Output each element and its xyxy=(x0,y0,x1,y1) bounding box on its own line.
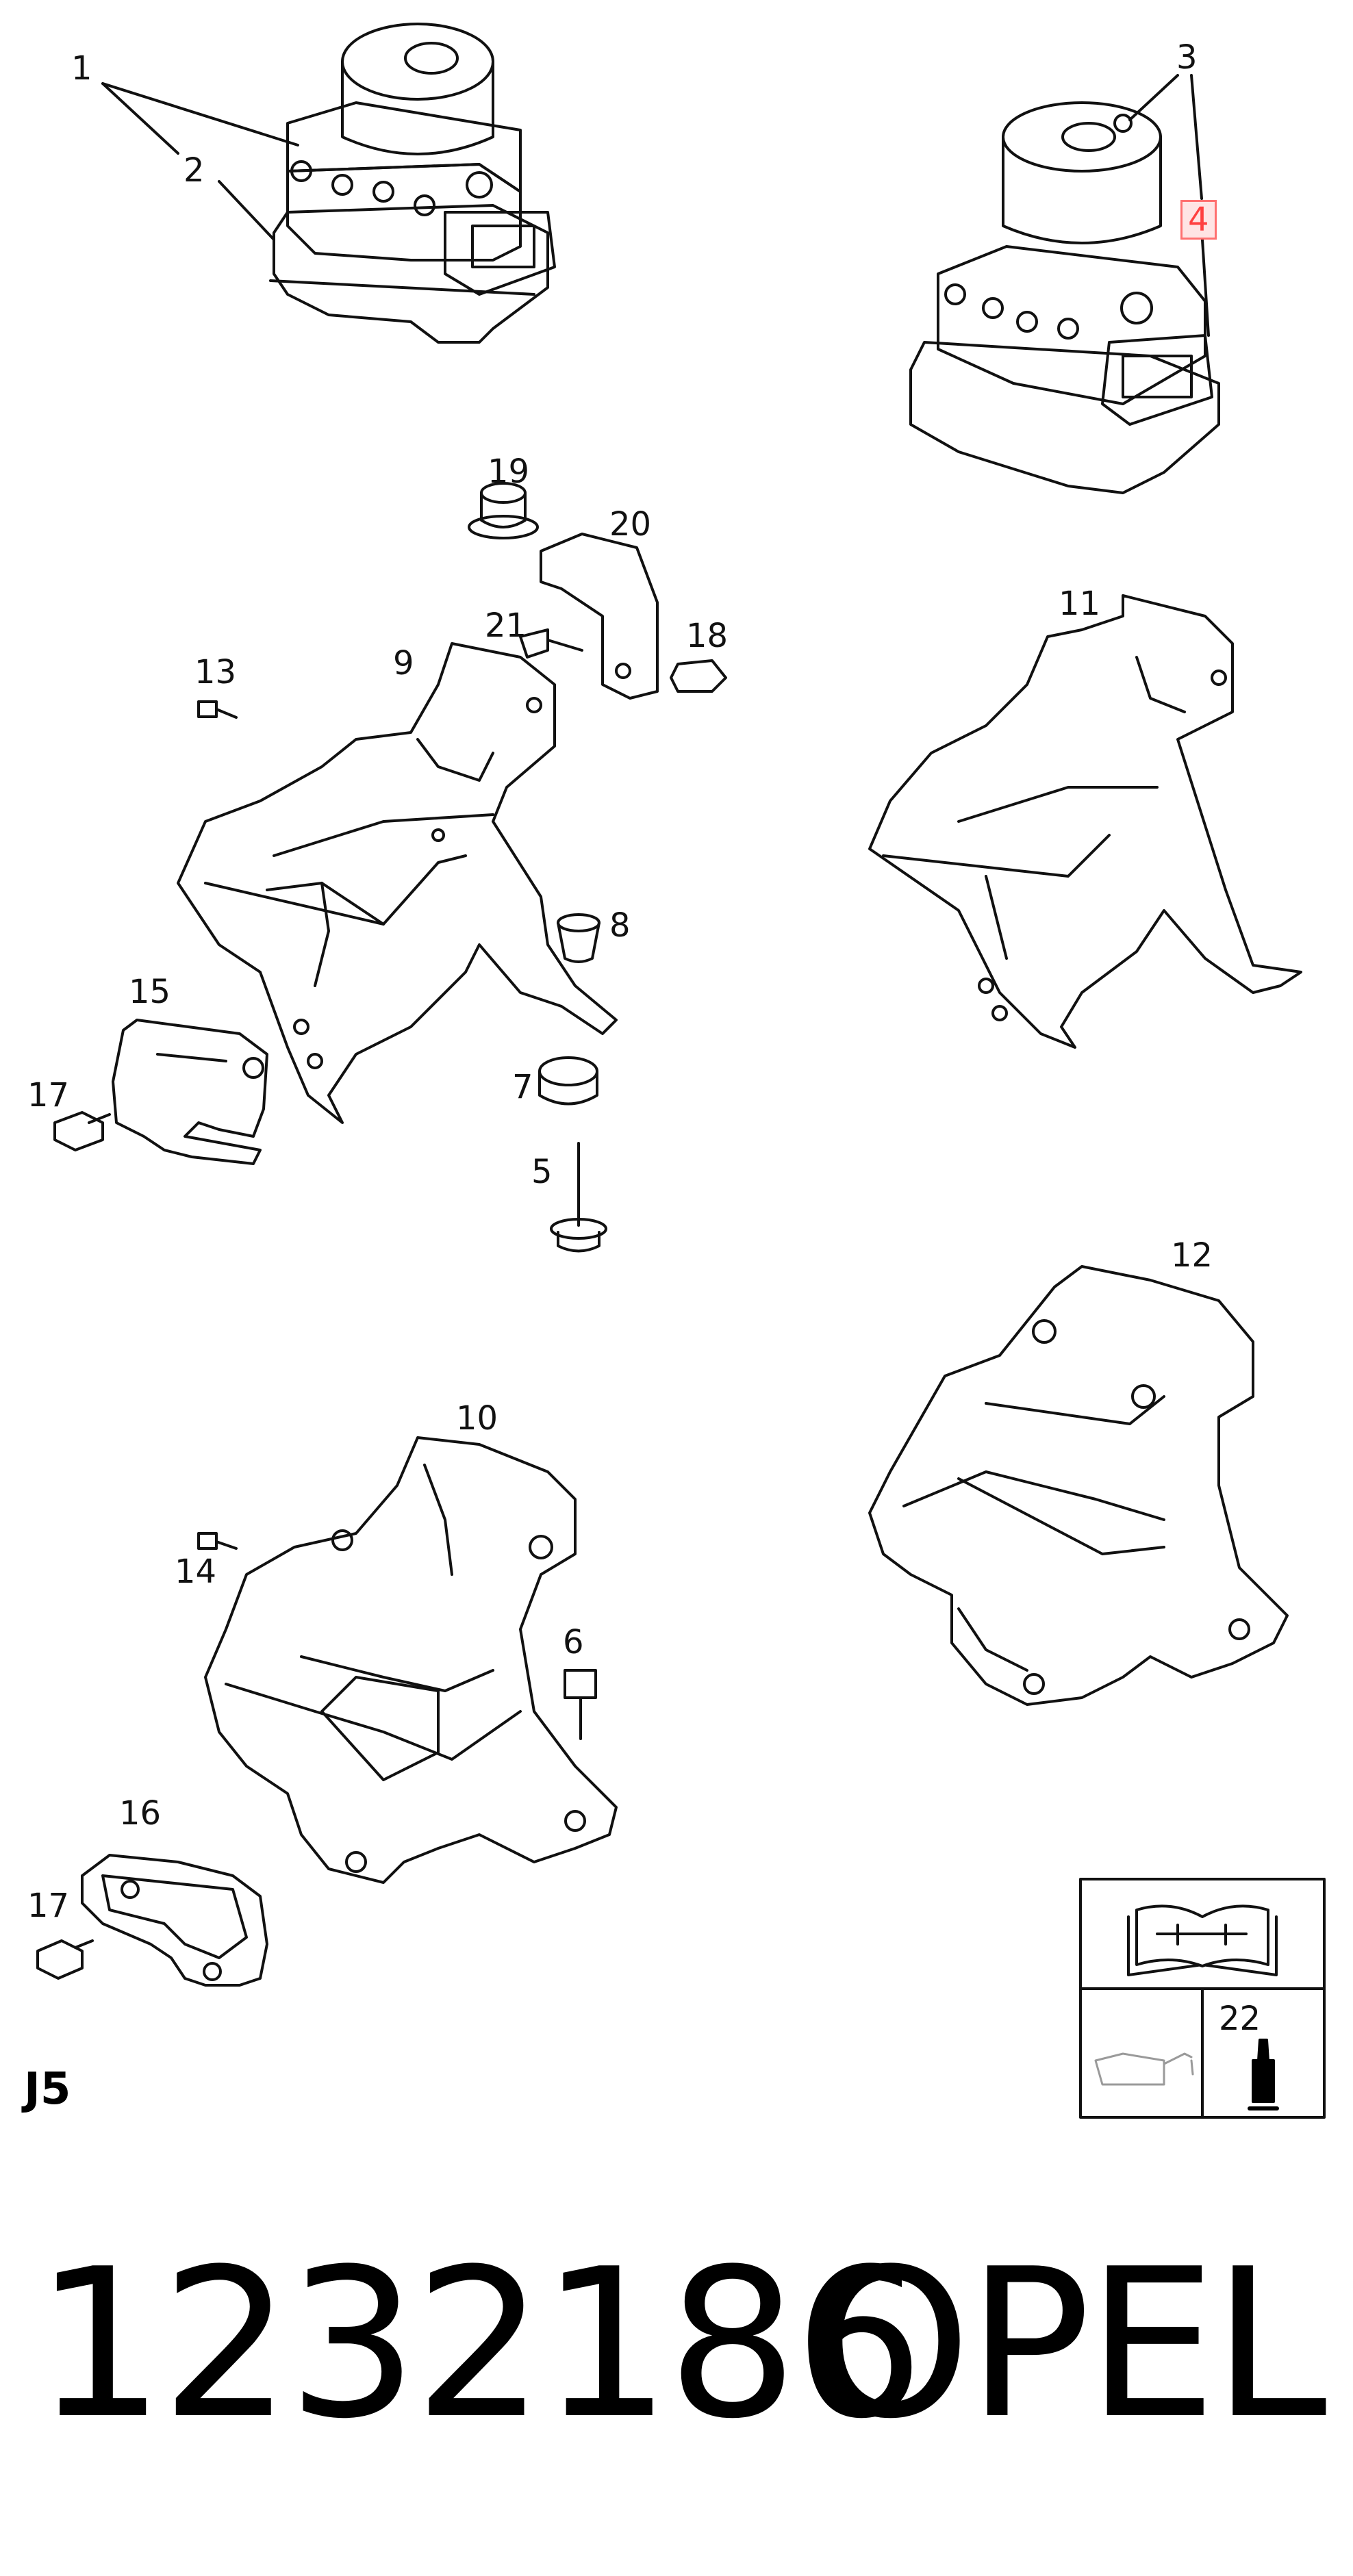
callout-3: 3 xyxy=(1176,38,1198,77)
nut-18 xyxy=(670,659,727,693)
bracket-10 xyxy=(204,1436,618,1884)
oil-can-icon xyxy=(1094,2052,1194,2086)
bolt-14 xyxy=(197,1532,238,1550)
callout-12: 12 xyxy=(1171,1236,1213,1275)
callout-4-highlighted: 4 xyxy=(1180,200,1217,240)
part-number: 1232186 xyxy=(34,2225,924,2464)
callout-17-bottom: 17 xyxy=(27,1887,70,1925)
callout-6: 6 xyxy=(563,1623,584,1661)
bracket-9 xyxy=(177,642,618,1124)
bracket-11 xyxy=(868,594,1302,1049)
bushing-7 xyxy=(538,1056,598,1106)
callout-5: 5 xyxy=(531,1153,553,1191)
callout-8: 8 xyxy=(609,906,631,945)
repair-manual-icon xyxy=(1127,1904,1278,1976)
bolt-6 xyxy=(564,1669,597,1740)
callout-17-top: 17 xyxy=(27,1076,70,1114)
callout-13: 13 xyxy=(194,653,237,691)
callout-18: 18 xyxy=(686,617,729,655)
section-code: J5 xyxy=(24,2064,71,2115)
bolt-17-bottom xyxy=(36,1939,94,1980)
callout-10: 10 xyxy=(456,1399,498,1438)
callout-9: 9 xyxy=(393,644,414,683)
callout-1: 1 xyxy=(71,49,92,88)
bracket-20 xyxy=(540,533,659,700)
callout-7: 7 xyxy=(512,1068,533,1106)
stud-5 xyxy=(550,1142,607,1253)
legend-box xyxy=(1079,1878,1326,2119)
grommet-19 xyxy=(468,482,539,539)
bolt-21 xyxy=(519,628,583,659)
plate-15 xyxy=(112,1019,268,1165)
abs-modulator-assembly-right xyxy=(909,101,1220,494)
bolt-17-top xyxy=(53,1111,111,1151)
callout-11: 11 xyxy=(1059,585,1101,623)
brand-name: OPEL xyxy=(809,2225,1327,2464)
callout-2: 2 xyxy=(184,151,205,190)
callout-16: 16 xyxy=(119,1794,162,1833)
bracket-12 xyxy=(868,1265,1289,1706)
adhesive-bottle-icon xyxy=(1248,2039,1279,2110)
bushing-8 xyxy=(557,913,600,963)
callout-21: 21 xyxy=(485,607,527,645)
callout-22: 22 xyxy=(1219,2000,1261,2038)
callout-15: 15 xyxy=(129,973,171,1011)
callout-20: 20 xyxy=(609,505,652,544)
callout-14: 14 xyxy=(175,1553,217,1591)
bolt-13 xyxy=(197,700,238,719)
callout-19: 19 xyxy=(488,452,530,491)
abs-modulator-assembly-left xyxy=(269,23,556,344)
plate-16 xyxy=(81,1854,268,1987)
